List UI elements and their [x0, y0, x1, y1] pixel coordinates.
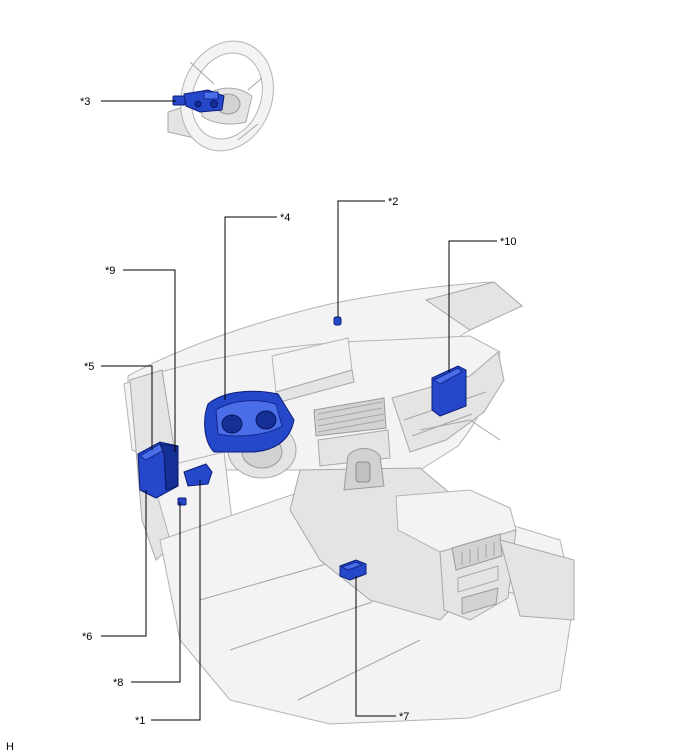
callout-3: *3 [80, 96, 90, 108]
dash-sensor-component [333, 316, 342, 326]
small-connector-component [177, 497, 187, 506]
vehicle-interior-illustration [123, 281, 575, 725]
lower-dash-module-component [183, 463, 213, 487]
view-code: H [6, 741, 14, 753]
callout-8: *8 [113, 677, 123, 689]
callout-9: *9 [105, 265, 115, 277]
floor-module-component [339, 559, 367, 581]
callout-2: *2 [388, 196, 398, 208]
callout-10: *10 [500, 236, 517, 248]
left-module-component [137, 441, 179, 499]
callout-4: *4 [280, 212, 290, 224]
steering-column-component [172, 89, 225, 113]
combination-meter-component [204, 390, 295, 453]
callout-5: *5 [84, 361, 94, 373]
callout-leader-lines [101, 100, 497, 721]
right-side-module-component [431, 365, 467, 417]
callout-1: *1 [135, 715, 145, 727]
callout-labels: *3 *2 *4 *9 *10 *5 *6 *8 *1 *7 H [6, 96, 517, 753]
callout-7: *7 [399, 711, 409, 723]
callout-6: *6 [82, 631, 92, 643]
